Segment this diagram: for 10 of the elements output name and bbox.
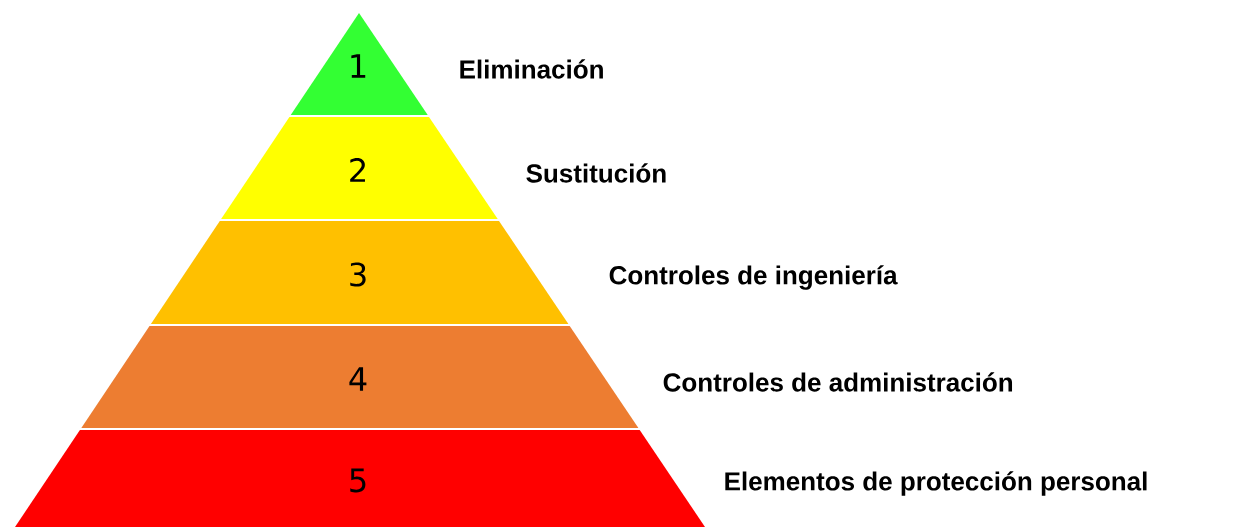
band-label: Controles de ingeniería (609, 265, 898, 290)
pyramid-band: 4 (81, 326, 639, 428)
pyramid-band: 1 (290, 13, 428, 115)
pyramid-band: 2 (221, 117, 498, 219)
band-label: Elementos de protección personal (725, 471, 1147, 496)
pyramid-band: 3 (150, 221, 569, 324)
band-label: Sustitución (526, 163, 666, 183)
pyramid-band: 5 (15, 430, 705, 527)
band-label: Controles de administración (663, 372, 1013, 392)
band-label: Eliminación (460, 59, 603, 79)
